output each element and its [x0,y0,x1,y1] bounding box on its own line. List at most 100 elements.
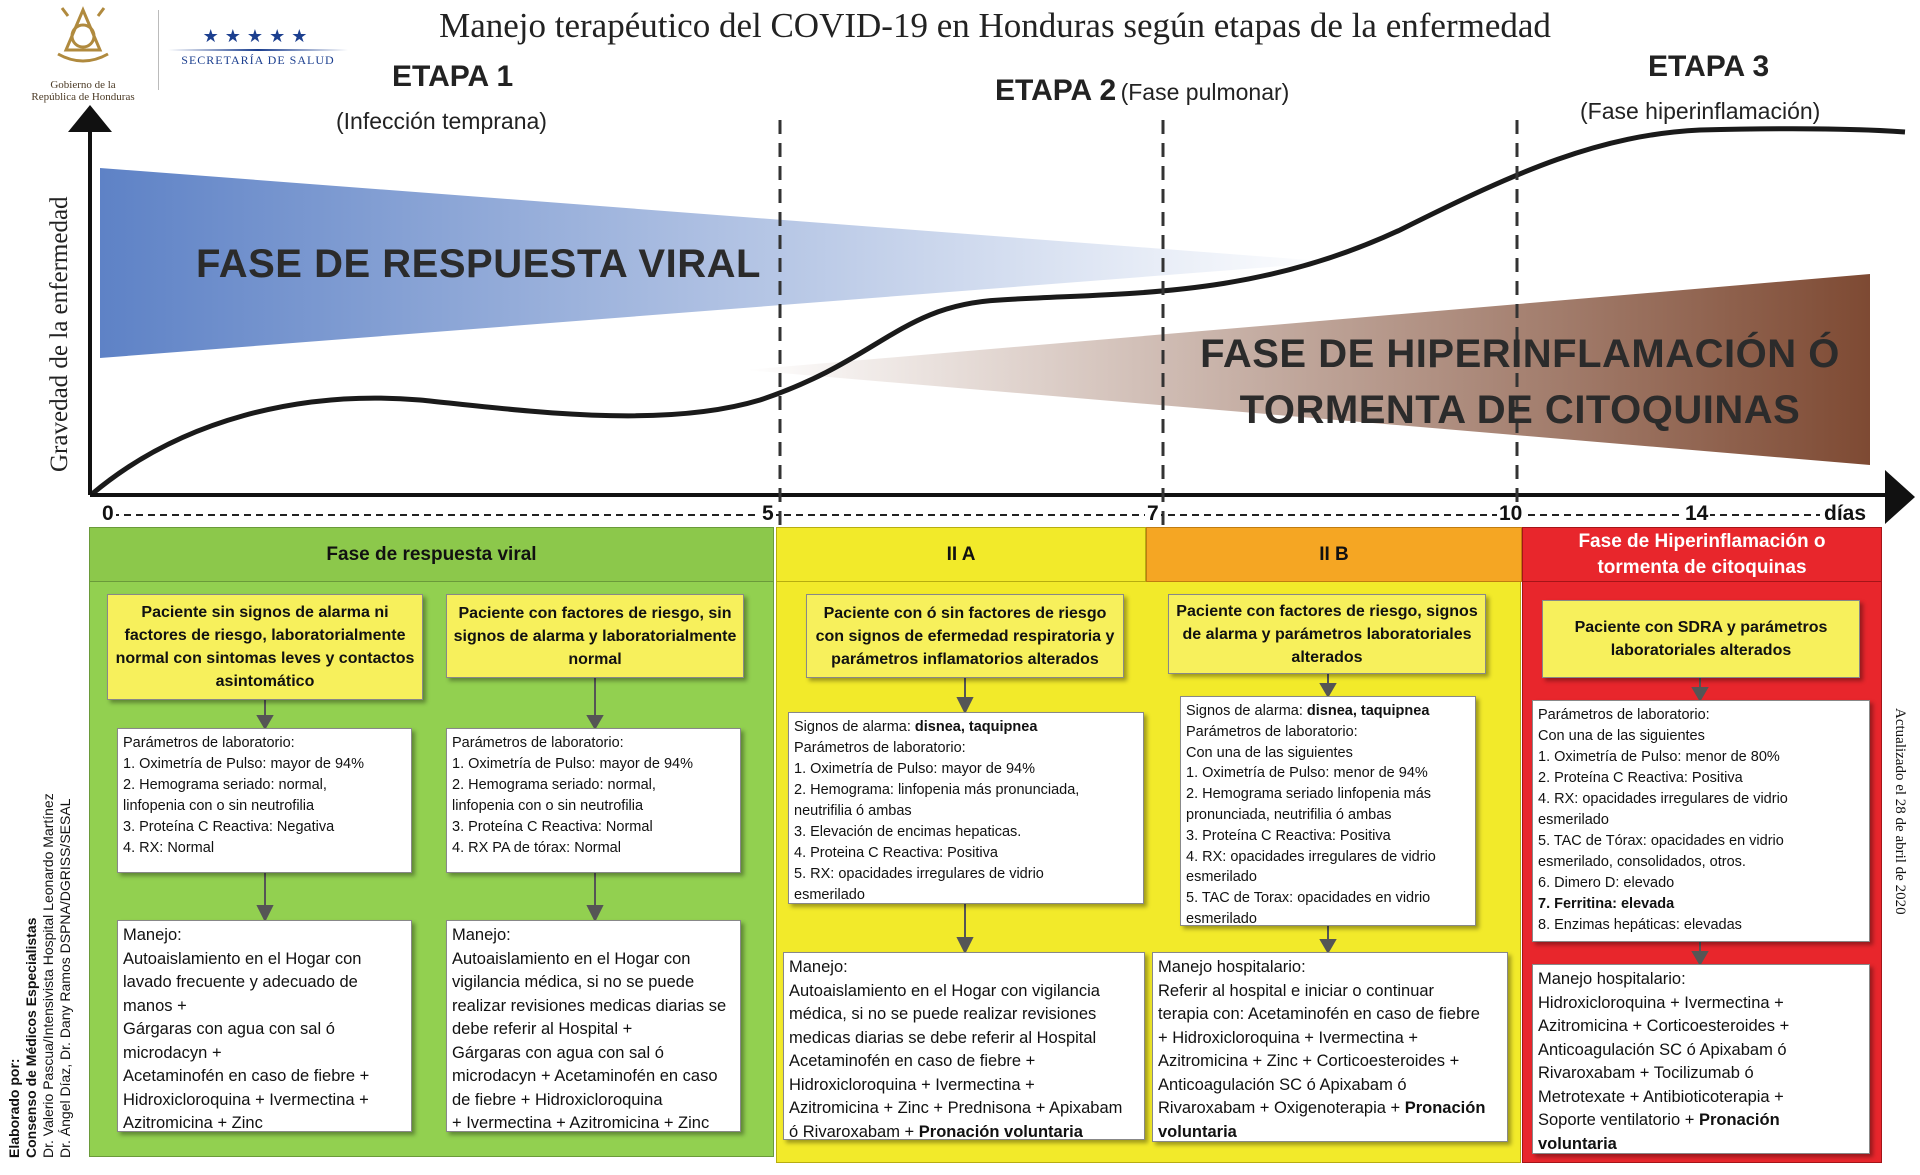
hyper-phase-title-1: FASE DE HIPERINFLAMACIÓN Ó [1200,332,1840,376]
col4-manejo-line: Azitromicina + Zinc + Corticoesteroides … [1158,1052,1460,1070]
etapa3-sub: (Fase hiperinflamación) [1580,98,1821,124]
col5-manejo-bold: Pronación [1698,1111,1780,1129]
col5-lab-line: 4. RX: opacidades irregulares de vidrio [1538,791,1788,807]
col2-manejo-line: Manejo: [452,926,511,944]
col4-lab-line: 2. Hemograma seriado linfopenia más [1186,786,1432,803]
col3-manejo-last-text: ó Rivaroxabam + [789,1122,919,1140]
col3-manejo-box: Manejo: Autoaislamiento en el Hogar con … [783,952,1145,1140]
col4-alarma-line: Signos de alarma: disnea, taquipnea [1186,701,1470,722]
col1-manejo-box: Manejo: Autoaislamiento en el Hogar con … [117,920,412,1132]
col3-manejo-line: Manejo: [789,958,848,976]
credits-line: Consenso de Médicos Especialistas [23,917,39,1158]
col4-manejo-line: Referir al hospital e iniciar o continua… [1158,981,1435,1000]
severity-graph [68,105,1915,525]
col4-manejo-bold: Pronación [1404,1099,1486,1117]
gobierno-line-1: Gobierno de la [50,79,116,91]
coat-of-arms-icon [57,6,109,63]
etapa3-label: ETAPA 3 [1648,50,1770,83]
col3-alarma-label: Signos de alarma: [794,719,915,735]
col5-lab-line: Con una de las siguientes [1538,728,1705,744]
col4-manejo-line-6: Rivaroxabam + Oxigenoterapia + Pronación [1158,1097,1502,1121]
col5-lab-line: Parámetros de laboratorio: [1538,707,1710,723]
col1-header-box: Paciente sin signos de alarma ni factore… [107,594,423,700]
y-axis-arrow [68,105,112,132]
col4-alarma-label: Signos de alarma: [1186,703,1307,719]
x-tick-0: 0 [100,502,116,526]
col3-header-box: Paciente con ó sin factores de riesgo co… [806,594,1124,678]
col2-lab-line: Parámetros de laboratorio: [452,735,624,751]
col4-manejo-line: Manejo hospitalario: [1158,958,1306,976]
col4-lab-line: Parámetros de laboratorio: [1186,723,1358,740]
col5-lab-line: 1. Oximetría de Pulso: menor de 80% [1538,749,1780,765]
band-hyper-line-1: Fase de Hiperinflamación o [1578,530,1826,552]
col4-lab-line: pronunciada, neutrifilia ó ambas [1186,806,1392,823]
col2-manejo-line: realizar revisiones medicas diarias se [452,996,727,1015]
col2-lab-line: 3. Proteína C Reactiva: Normal [452,819,653,835]
col1-manejo-line: lavado frecuente y adecuado de [123,973,358,991]
col4-manejo-box: Manejo hospitalario: Referir al hospital… [1152,952,1508,1142]
col3-manejo-line: médica, si no se puede realizar revision… [789,1005,1097,1023]
col3-manejo-line: Azitromicina + Zinc + Prednisona + Apixa… [789,1099,1123,1117]
gobierno-line-2: República de Honduras [31,91,135,103]
col1-manejo-line: Acetaminofén en caso de fiebre + [123,1067,370,1085]
col2-manejo-line: Gárgaras con agua con sal ó [452,1043,664,1062]
col1-manejo-line: Gárgaras con agua con sal ó [123,1020,335,1038]
col3-lab-line: 5. RX: opacidades irregulares de vidrio [794,866,1044,882]
viral-phase-wedge [100,168,1335,358]
col5-manejo-line: Manejo hospitalario: [1538,970,1686,988]
col3-manejo-last-bold: Pronación voluntaria [918,1122,1083,1140]
col3-alarma-line: Signos de alarma: disnea, taquipnea [794,717,1138,738]
col4-lab-line: esmerilado [1186,910,1257,926]
x-tick-10: 10 [1497,502,1525,526]
col5-manejo-line: Hidroxicloroquina + Ivermectina + [1538,993,1784,1012]
updated-note: Actualizado el 28 de abril de 2020 [1892,708,1908,915]
col3-manejo-line: Acetaminofén en caso de fiebre + [789,1052,1036,1070]
x-axis-unit: días [1822,502,1869,526]
col2-lab-box: Parámetros de laboratorio: 1. Oximetría … [446,728,741,873]
viral-phase-title: FASE DE RESPUESTA VIRAL [196,242,761,286]
col3-lab-line: 2. Hemograma: linfopenia más pronunciada… [794,782,1080,798]
col3-lab-line: Parámetros de laboratorio: [794,740,966,756]
col1-lab-box: Parámetros de laboratorio: 1. Oximetría … [117,728,412,873]
col5-manejo-text: Soporte ventilatorio + [1538,1111,1699,1129]
col3-manejo-line: medicas diarias se debe referir al Hospi… [789,1028,1097,1047]
col4-alarma-value: disnea, taquipnea [1306,703,1430,719]
col1-lab-line: 4. RX: Normal [123,840,215,856]
col5-manejo-line: Anticoagulación SC ó Apixabam ó [1538,1040,1787,1059]
etapa2-label: ETAPA 2 [995,74,1117,107]
band-iia: II A [776,527,1146,582]
col3-lab-line: esmerilado [794,887,865,903]
stars-icon: ★★★★★ [202,26,314,46]
col2-lab-line: 4. RX PA de tórax: Normal [452,840,621,856]
col1-lab-line: linfopenia con o sin neutrofilia [123,798,315,814]
divider [158,10,159,90]
col1-manejo-line: Hidroxicloroquina + Ivermectina + [123,1090,369,1109]
col2-lab-line: 1. Oximetría de Pulso: mayor de 94% [452,756,693,772]
hyper-phase-wedge [745,274,1870,465]
col5-manejo-box: Manejo hospitalario: Hidroxicloroquina +… [1532,964,1870,1154]
hyper-phase-title: FASE DE HIPERINFLAMACIÓN Ó TORMENTA DE C… [1130,326,1910,438]
col2-manejo-line: Autoaislamiento en el Hogar con [452,949,691,968]
col4-manejo-text: Rivaroxabam + Oxigenoterapia + [1158,1099,1405,1117]
credits-line: Elaborado por: [6,1058,22,1158]
col4-lab-line: 5. TAC de Torax: opacidades en vidrio [1186,890,1431,907]
page-title: Manejo terapéutico del COVID-19 en Hondu… [439,6,1551,45]
etapa2-heading: ETAPA 2 (Fase pulmonar) [995,74,1289,108]
col5-lab-last: 8. Enzimas hepáticas: elevadas [1538,917,1742,933]
col5-lab-line: esmerilado, consolidados, otros. [1538,854,1746,870]
col2-manejo-box: Manejo: Autoaislamiento en el Hogar con … [446,920,741,1132]
col3-lab-line: 3. Elevación de encimas hepaticas. [794,824,1022,840]
col4-lab-line: esmerilado [1186,869,1257,886]
col5-lab-line: 5. TAC de Tórax: opacidades en vidrio [1538,833,1784,849]
col1-manejo-line: microdacyn + [123,1043,222,1062]
credits-line: Dr. Valerio Pascua/Intensivista Hospital… [40,793,56,1158]
col5-manejo-last-bold: voluntaria [1538,1134,1617,1153]
etapa2-sub: (Fase pulmonar) [1120,79,1290,105]
secretaria-logo: ★★★★★ SECRETARÍA DE SALUD [168,26,348,68]
etapa1-sub: (Infección temprana) [336,108,547,134]
col2-manejo-line: de fiebre + Hidroxicloroquina [452,1090,663,1109]
credits-line: Dr. Ángel Díaz, Dr. Dany Ramos DSPNA/DGR… [57,798,73,1158]
col1-manejo-line: manos + [123,996,187,1015]
etapa1-label: ETAPA 1 [392,60,514,93]
